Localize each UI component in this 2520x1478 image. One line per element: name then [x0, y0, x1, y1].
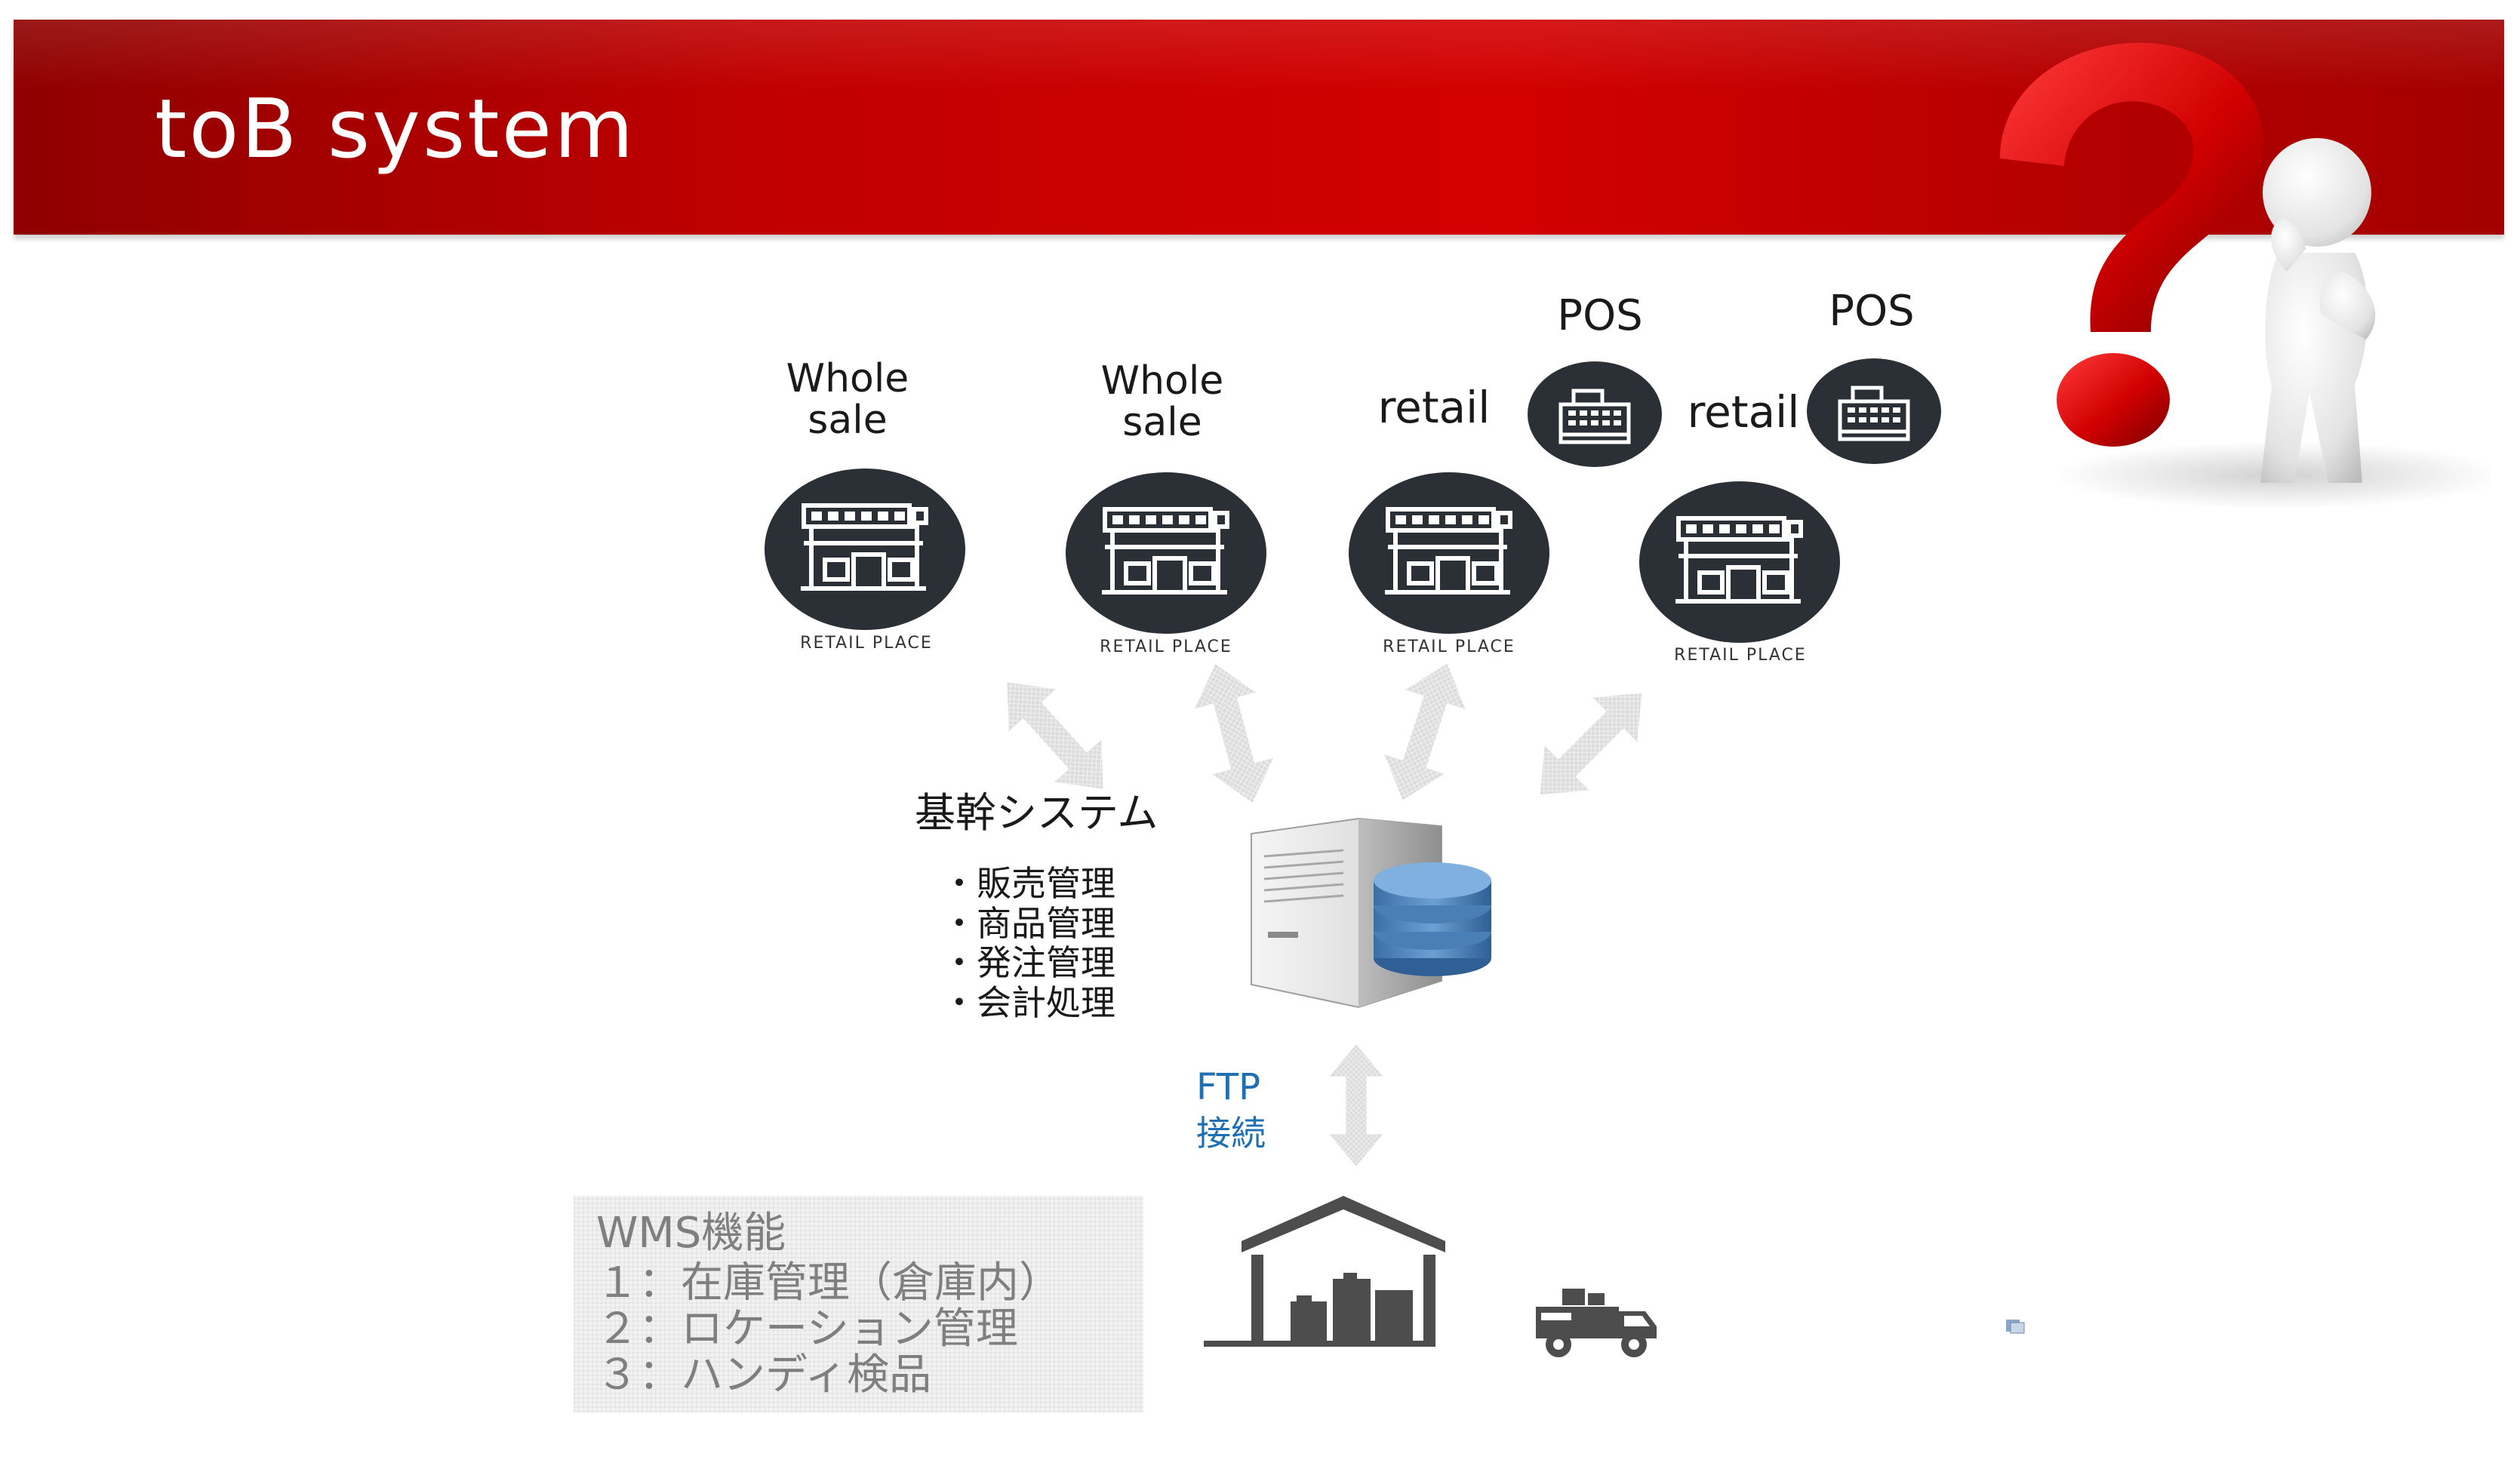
store-2-label-line1: Whole: [1100, 358, 1224, 404]
store-icon: [1639, 481, 1840, 643]
store-2-caption: RETAIL PLACE: [1100, 638, 1232, 656]
wms-functions-box: [574, 1196, 1143, 1412]
page-title: toB system: [155, 82, 636, 177]
store-1-caption: RETAIL PLACE: [800, 634, 933, 653]
wms-item: ３：ハンディ検品: [596, 1350, 932, 1400]
server-database-icon: [1251, 817, 1491, 1009]
pos-2-label: POS: [1829, 287, 1915, 336]
store-2-label: Whole sale: [1083, 361, 1242, 443]
store-4-caption: RETAIL PLACE: [1674, 646, 1807, 665]
pos-register-icon: [1528, 361, 1662, 467]
store-icon: [765, 469, 965, 630]
wms-item: ２：ロケーション管理: [596, 1304, 1018, 1354]
ftp-connection-label: 接続: [1196, 1113, 1266, 1154]
wms-title: WMS機能: [596, 1209, 786, 1258]
core-system-item: ・商品管理: [942, 903, 1115, 944]
store-2-label-line2: sale: [1122, 399, 1202, 445]
question-mark-figure-icon: [2000, 42, 2491, 509]
pos-1-label: POS: [1557, 291, 1643, 340]
core-system-item: ・発注管理: [942, 942, 1115, 983]
store-icon: [1066, 472, 1266, 634]
store-4-label: retail: [1687, 386, 1800, 438]
store-3-caption: RETAIL PLACE: [1383, 638, 1515, 656]
store-3-label: retail: [1377, 382, 1491, 433]
core-system-item: ・会計処理: [942, 982, 1115, 1023]
core-system-item: ・販売管理: [942, 863, 1115, 904]
ftp-label: FTP: [1196, 1066, 1261, 1108]
store-1-label: Whole sale: [768, 358, 927, 441]
delivery-truck-icon: [1536, 1289, 1657, 1357]
wms-item: １：在庫管理（倉庫内）: [596, 1258, 1061, 1307]
store-1-label-line2: sale: [808, 397, 888, 443]
pos-register-icon: [1807, 358, 1941, 464]
warehouse-icon: [1204, 1196, 1445, 1347]
small-document-icon: [2006, 1320, 2025, 1334]
store-icon: [1349, 472, 1549, 634]
store-1-label-line1: Whole: [786, 356, 909, 401]
core-system-title: 基幹システム: [915, 789, 1158, 837]
